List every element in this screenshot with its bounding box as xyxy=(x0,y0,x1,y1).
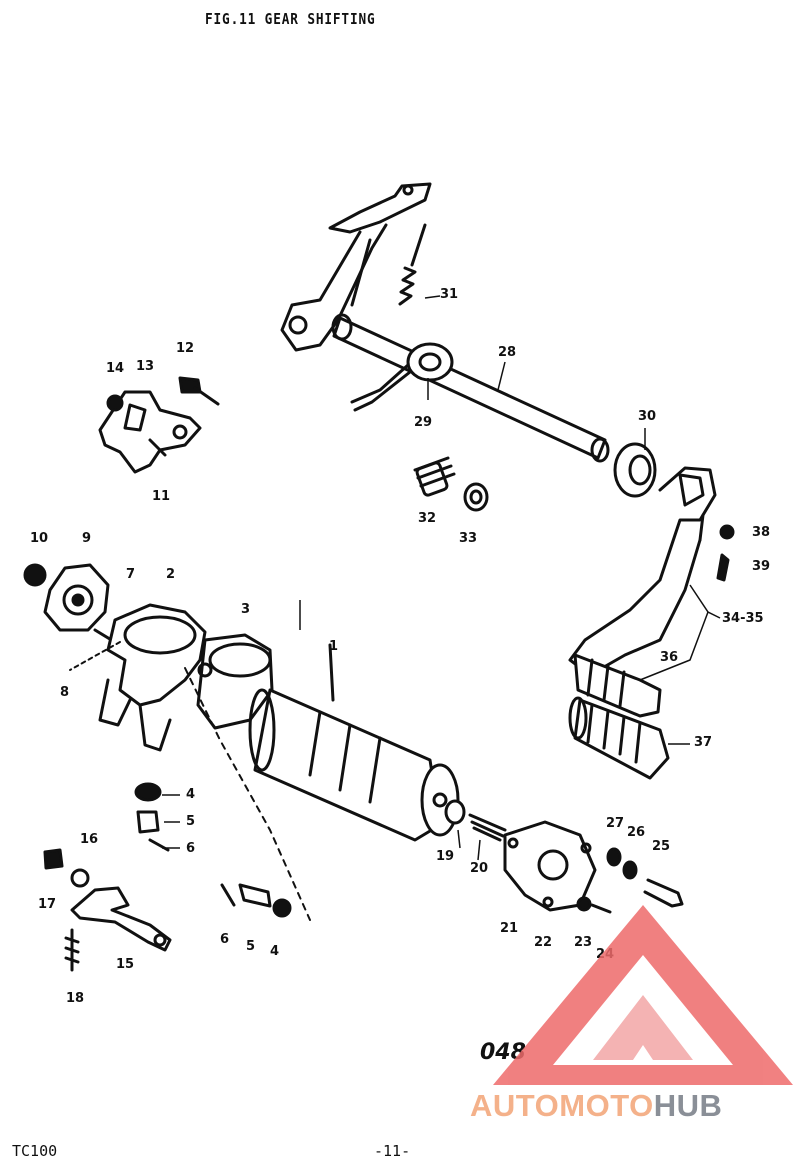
callout-15: 15 xyxy=(116,957,135,972)
figure-title: FIG.11 GEAR SHIFTING xyxy=(205,10,376,28)
footer-model: TC100 xyxy=(12,1142,58,1160)
callout-22: 22 xyxy=(534,935,553,950)
callout-29: 29 xyxy=(414,415,433,430)
stopper-plate-group xyxy=(98,376,220,474)
callout-14: 14 xyxy=(106,361,125,376)
callout-3: 3 xyxy=(241,602,251,617)
cam-pins xyxy=(444,799,507,842)
callout-9: 9 xyxy=(82,531,92,546)
shift-fork-left xyxy=(98,603,207,752)
footer-page-number: -11- xyxy=(374,1142,411,1160)
callout-10: 10 xyxy=(30,531,49,546)
callout-11: 11 xyxy=(152,489,171,504)
callout-25: 25 xyxy=(652,839,671,854)
cam-stopper-lever xyxy=(43,848,172,972)
shift-arm-upper xyxy=(280,182,432,352)
callout-37: 37 xyxy=(694,735,713,750)
callout-2: 2 xyxy=(166,567,176,582)
plug-and-gasket xyxy=(413,456,489,512)
callout-6-lower: 6 xyxy=(220,932,230,947)
lever-rubber xyxy=(568,696,670,780)
callout-39: 39 xyxy=(752,559,771,574)
callout-21: 21 xyxy=(500,921,519,936)
callout-16: 16 xyxy=(80,832,99,847)
cam-guide xyxy=(503,820,597,912)
gear-shift-cam xyxy=(248,643,460,842)
callout-7: 7 xyxy=(126,567,136,582)
pawl-set-upper xyxy=(134,782,170,852)
callout-30: 30 xyxy=(638,409,657,424)
callout-38: 38 xyxy=(752,525,771,540)
shift-fork-right xyxy=(196,633,274,730)
callout-23: 23 xyxy=(574,935,593,950)
shaft-washer xyxy=(613,442,657,498)
callout-36: 36 xyxy=(660,650,679,665)
callout-33: 33 xyxy=(459,531,478,546)
callout-26: 26 xyxy=(627,825,646,840)
callout-34-35: 34-35 xyxy=(722,611,764,626)
callout-13: 13 xyxy=(136,359,155,374)
callout-19: 19 xyxy=(436,849,455,864)
watermark-text: AUTOMOTOHUB xyxy=(470,1088,723,1123)
cam-guide-fasteners xyxy=(576,847,684,914)
callout-20: 20 xyxy=(470,861,489,876)
callout-27: 27 xyxy=(606,816,625,831)
callout-8: 8 xyxy=(60,685,70,700)
callout-28: 28 xyxy=(498,345,517,360)
gear-shift-shaft xyxy=(331,313,610,463)
callout-32: 32 xyxy=(418,511,437,526)
shaft-collar xyxy=(350,342,454,412)
watermark-logo xyxy=(493,905,793,1085)
callout-17: 17 xyxy=(38,897,57,912)
callout-4-upper: 4 xyxy=(186,787,196,802)
return-spring xyxy=(398,223,427,306)
callout-5-lower: 5 xyxy=(246,939,256,954)
callout-4-lower: 4 xyxy=(270,944,280,959)
cam-end-plate xyxy=(23,563,120,646)
lever-washer-bolt xyxy=(716,524,735,582)
callout-6-upper: 6 xyxy=(186,841,196,856)
callout-12: 12 xyxy=(176,341,195,356)
callout-5-upper: 5 xyxy=(186,814,196,829)
callout-1: 1 xyxy=(329,639,339,654)
pawl-set-lower xyxy=(220,883,292,918)
callout-31: 31 xyxy=(440,287,459,302)
callout-18: 18 xyxy=(66,991,85,1006)
